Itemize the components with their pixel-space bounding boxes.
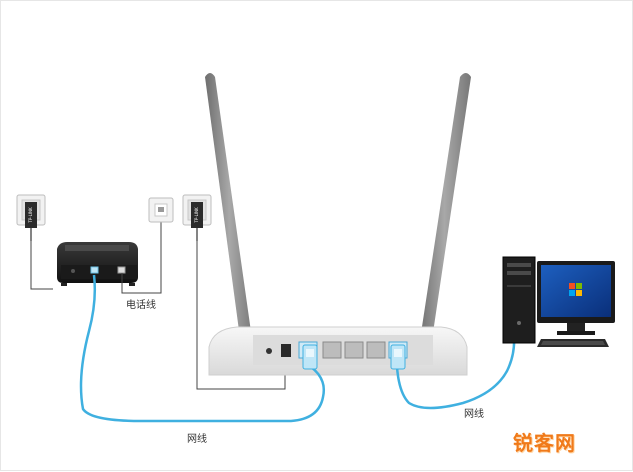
computer-tower: [502, 256, 536, 344]
network-cable-modem-router: [79, 274, 325, 423]
phone-wall-jack: [148, 197, 174, 223]
socket-brand-text: TP-LINK: [28, 207, 33, 224]
computer-monitor: [537, 261, 615, 335]
network-cable-label-right: 网线: [464, 409, 484, 420]
router-antenna-right: [418, 73, 471, 353]
rj45-plug-lan: [390, 344, 406, 370]
wall-socket-modem: TP-LINK: [16, 194, 46, 241]
socket-brand-text: TP-LINK: [194, 207, 199, 224]
keyboard: [537, 339, 609, 347]
router-antenna-left: [205, 73, 254, 353]
phone-line-cable: [121, 217, 162, 294]
router: [208, 326, 468, 376]
wall-socket-router: TP-LINK: [182, 194, 212, 241]
windows-logo-icon: [569, 283, 582, 296]
network-cable-label-left: 网线: [187, 434, 207, 445]
watermark-logo: 锐客网: [513, 431, 576, 455]
modem: [57, 242, 138, 286]
phone-line-label: 电话线: [126, 300, 156, 311]
modem-power-cable: [30, 241, 53, 290]
rj45-plug-wan: [302, 344, 318, 370]
